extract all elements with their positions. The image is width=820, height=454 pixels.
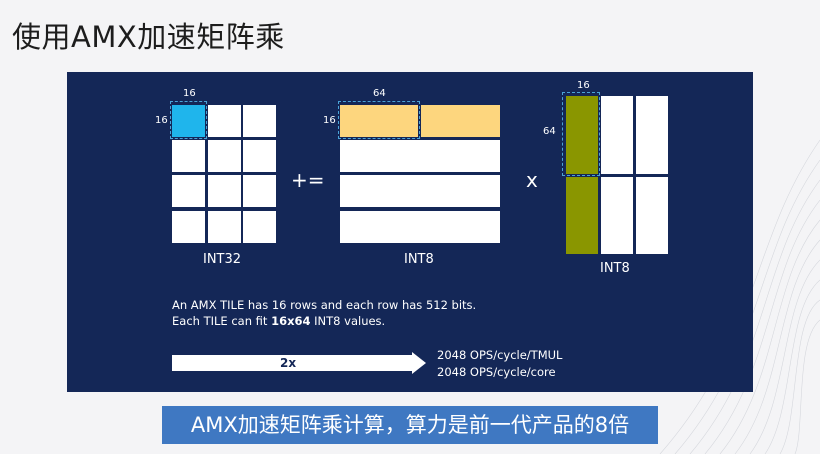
- matrix-c-tile-height-label: 64: [543, 126, 556, 137]
- speedup-label: 2x: [280, 356, 297, 370]
- matrix-a-highlight-tile: [172, 105, 205, 137]
- matrix-c-highlight-tile: [566, 96, 598, 174]
- matrix-a-caption: INT32: [203, 252, 242, 267]
- speedup-arrow-body: [172, 355, 412, 371]
- matrix-a-cell: [243, 105, 276, 137]
- matrix-c-caption: INT8: [600, 261, 630, 276]
- matrix-c-tile-width-label: 16: [577, 80, 590, 91]
- matrix-b-row: [340, 175, 500, 207]
- matrix-b-tile-width-label: 64: [373, 88, 386, 99]
- matrix-a-cell: [208, 105, 241, 137]
- matrix-c-cell: [601, 96, 633, 174]
- matrix-a-tile-height-label: 16: [155, 115, 168, 126]
- matrix-c-tile-outline: [562, 92, 600, 176]
- matrix-a-cell: [172, 211, 205, 243]
- amx-diagram-panel: 16 16 INT32 += 64 16 INT8 x 16 64 INT8 A…: [67, 72, 753, 392]
- matrix-a-cell: [208, 140, 241, 172]
- summary-banner: AMX加速矩阵乘计算，算力是前一代产品的8倍: [162, 406, 658, 444]
- matrix-a-tile-outline: [170, 101, 207, 139]
- multiply-operator: x: [526, 168, 538, 192]
- matrix-c-cell: [636, 96, 668, 174]
- matrix-c-tile: [566, 177, 598, 254]
- matrix-b-tile-outline: [338, 101, 420, 139]
- matrix-c-cell: [636, 177, 668, 254]
- matrix-a-cell: [172, 175, 205, 207]
- decorative-wave-lines: [659, 139, 820, 454]
- matrix-a-cell: [243, 140, 276, 172]
- matrix-a-cell: [243, 175, 276, 207]
- matrix-a-cell: [172, 140, 205, 172]
- matrix-b-row: [340, 140, 500, 172]
- matrix-a-cell: [208, 175, 241, 207]
- speedup-arrow-head: [412, 352, 426, 374]
- matrix-b-highlight-tile: [340, 105, 418, 137]
- tile-description-line1: An AMX TILE has 16 rows and each row has…: [172, 298, 477, 312]
- matrix-a-cell: [208, 211, 241, 243]
- matrix-a-tile-width-label: 16: [183, 88, 196, 99]
- tile-description-prefix: Each TILE can fit: [172, 314, 272, 328]
- ops-per-cycle-core: 2048 OPS/cycle/core: [437, 365, 556, 379]
- accumulate-operator: +=: [291, 168, 325, 192]
- ops-per-cycle-tmul: 2048 OPS/cycle/TMUL: [437, 348, 563, 362]
- matrix-b-row: [340, 211, 500, 243]
- page-title: 使用AMX加速矩阵乘: [12, 20, 285, 54]
- tile-description-line2: Each TILE can fit 16x64 INT8 values.: [172, 313, 385, 329]
- matrix-b-tile-height-label: 16: [323, 115, 336, 126]
- matrix-b-caption: INT8: [404, 252, 434, 267]
- tile-description-suffix: INT8 values.: [310, 314, 386, 328]
- matrix-c-cell: [601, 177, 633, 254]
- tile-capacity-value: 16x64: [271, 314, 311, 328]
- matrix-b-tile: [421, 105, 500, 137]
- matrix-a-cell: [243, 211, 276, 243]
